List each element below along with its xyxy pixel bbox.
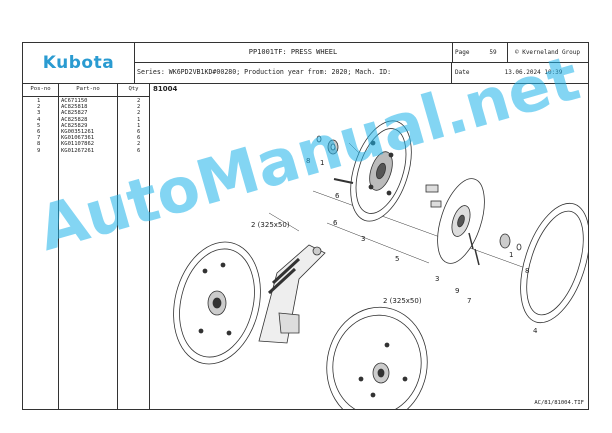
diagram-code: 81004 [153, 85, 178, 93]
table-cell-part[interactable]: KG01267261 [61, 147, 95, 154]
table-cell-pos: 6 [37, 129, 41, 136]
pos-column: 1 2 3 4 5 6 7 8 9 [37, 98, 40, 154]
date-value: 13.06.2024 10:39 [504, 69, 563, 76]
series-info: Series: WK6PD2VB1KD#00280; Production ye… [137, 62, 452, 83]
callout-9: 9 [455, 287, 459, 295]
table-cell-part[interactable]: AC671150 [61, 98, 88, 104]
col-header-part: Part-no [59, 83, 117, 97]
screw [468, 232, 474, 250]
copyright-owner: © Kverneland Group [514, 49, 581, 56]
table-cell-pos: 3 [37, 110, 41, 117]
table-cell-part[interactable]: KG01107862 [61, 141, 95, 148]
qty-column: 2 2 2 1 1 6 6 2 6 [137, 98, 140, 154]
table-cell-qty: 1 [137, 122, 141, 129]
callout-1: 1 [320, 159, 324, 167]
column-divider [117, 83, 118, 409]
callout-4: 4 [533, 327, 538, 335]
table-cell-qty: 2 [137, 110, 141, 117]
callout-3: 3 [435, 275, 439, 283]
part-column: AC671150 AC825818 AC825827 AC825828 AC82… [61, 98, 94, 154]
sheet-header: Kubota PP1001TF: PRESS WHEEL Page 59 © K… [23, 43, 588, 84]
table-cell-qty: 2 [137, 104, 141, 111]
table-cell-qty: 6 [137, 129, 141, 136]
exploded-diagram: 81004 [149, 83, 588, 409]
callout-2: 2 (325x50) [251, 221, 290, 229]
drawing-reference: AC/81/81004.TIF [534, 400, 584, 406]
page-number: 59 [479, 43, 508, 62]
callout-5: 5 [395, 255, 399, 263]
parts-table: Pos-no Part-no Qty 1 2 3 4 5 6 7 8 9 AC6… [23, 83, 150, 409]
col-header-pos: Pos-no [23, 83, 58, 97]
press-wheel-drawing: 1 8 6 6 3 5 3 9 7 1 8 4 2 (325x50) 2 (32… [173, 120, 588, 409]
callout-6: 6 [333, 219, 338, 227]
table-cell-qty: 2 [137, 141, 141, 148]
callout-2: 2 (325x50) [383, 297, 422, 305]
circlip-ring [316, 135, 322, 143]
hub-disc [350, 120, 412, 222]
callout-6: 6 [335, 192, 340, 200]
table-cell-qty: 6 [137, 147, 141, 154]
bolt [333, 178, 354, 184]
col-header-qty: Qty [118, 83, 149, 97]
callout-1: 1 [509, 251, 513, 259]
column-divider [58, 83, 59, 409]
table-cell-pos: 1 [37, 98, 41, 104]
table-cell-part[interactable]: AC825827 [61, 110, 88, 117]
table-cell-pos: 5 [37, 122, 41, 129]
screw [474, 248, 480, 266]
brand-logo: Kubota [42, 53, 115, 73]
bearing [499, 233, 511, 249]
spacer [430, 200, 442, 208]
table-cell-pos: 4 [37, 116, 41, 123]
callout-7: 7 [467, 297, 471, 305]
spacer [425, 184, 439, 193]
press-wheel-bottom [326, 306, 428, 409]
table-cell-part[interactable]: AC825818 [61, 104, 88, 111]
header-row-2: Series: WK6PD2VB1KD#00280; Production ye… [134, 62, 588, 83]
parts-sheet: Kubota PP1001TF: PRESS WHEEL Page 59 © K… [22, 42, 589, 410]
table-cell-qty: 6 [137, 135, 141, 142]
table-cell-qty: 1 [137, 116, 141, 123]
frame-arm [258, 244, 326, 344]
table-cell-part[interactable]: KG01067361 [61, 135, 95, 142]
table-cell-part[interactable]: KG00351261 [61, 129, 95, 136]
page-label: Page [455, 49, 470, 56]
callout-8: 8 [306, 157, 310, 165]
table-cell-qty: 2 [137, 98, 141, 104]
table-cell-pos: 2 [37, 104, 41, 111]
circlip-ring [516, 243, 522, 251]
table-cell-part[interactable]: AC825829 [61, 122, 88, 129]
table-cell-pos: 8 [37, 141, 41, 148]
header-row-1: PP1001TF: PRESS WHEEL Page 59 © Kvernela… [134, 43, 588, 63]
table-cell-pos: 7 [37, 135, 41, 142]
logo-cell: Kubota [23, 43, 135, 83]
page-title: PP1001TF: PRESS WHEEL [134, 43, 453, 62]
callout-3: 3 [361, 235, 365, 243]
callout-8: 8 [525, 267, 529, 275]
table-cell-part[interactable]: AC825828 [61, 116, 88, 123]
table-cell-pos: 9 [37, 147, 41, 154]
press-wheel-left [173, 241, 261, 365]
side-disc [437, 178, 485, 264]
date-label: Date [455, 69, 470, 76]
tyre [520, 202, 588, 324]
